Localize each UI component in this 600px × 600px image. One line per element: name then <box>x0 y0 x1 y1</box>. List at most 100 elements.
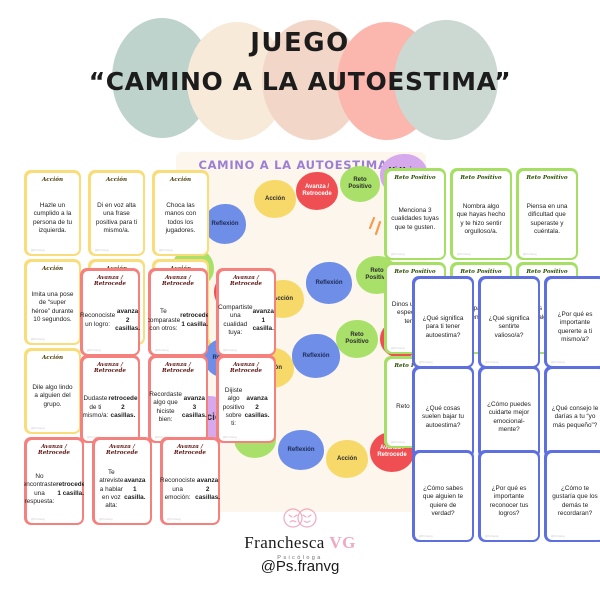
card-avanza-1[interactable]: Avanza / Retrocede Te comparaste con otro… <box>148 268 208 356</box>
card-body-text: ¿Qué significa para ti tener autoestima? <box>422 315 464 339</box>
header-circle-5 <box>394 20 498 140</box>
card-category-label: Reto Positivo <box>460 175 502 181</box>
card-category-label: Reflexión <box>560 457 590 463</box>
card-body-text: Te comparaste con otros:retrocede 1 casi… <box>148 308 208 332</box>
card-body-text: Piensa en una dificultad que superaste y… <box>526 203 568 235</box>
card-body-text: ¿Cómo te gustaría que los demás te recor… <box>552 485 598 517</box>
card-accion-1[interactable]: Acción Di en voz alta una frase positiva … <box>88 170 145 256</box>
card-signature: @Ps.franvg <box>31 249 45 252</box>
masks-icon <box>283 508 317 528</box>
page-title: JUEGO “CAMINO A LA AUTOESTIMA” <box>0 28 600 96</box>
card-body-text: Dijiste algo positivo sobre ti:avanza 2 … <box>222 387 270 427</box>
card-category-label: Reflexión <box>560 373 590 379</box>
card-signature: @Ps.franvg <box>155 349 169 352</box>
card-category-label: Reflexión <box>560 283 590 289</box>
card-body-text: Recordaste algo que hiciste bien:avanza … <box>149 391 207 423</box>
card-signature: @Ps.franvg <box>31 518 45 521</box>
card-reflexion-2[interactable]: Reflexión ¿Por qué es importante quererte… <box>544 276 600 368</box>
card-reflexion-4[interactable]: Reflexión¿Cómo puedes cuidarte mejor emo… <box>478 366 540 458</box>
board-node-label: Acción <box>336 455 357 462</box>
card-category-label: Reflexión <box>428 457 458 463</box>
card-reflexion-3[interactable]: Reflexión¿Qué cosas suelen bajar tu auto… <box>412 366 474 458</box>
card-category-label: Reto Positivo <box>394 269 436 275</box>
card-body-text: Dile algo lindo a alguien del grupo. <box>32 384 73 408</box>
card-category-label: Reflexión <box>494 457 524 463</box>
card-reflexion-7[interactable]: Reflexión ¿Por qué es importante reconoce… <box>478 450 540 542</box>
card-category-label: Avanza / Retrocede <box>230 275 262 288</box>
card-reflexion-1[interactable]: Reflexión¿Qué significa sentirte valioso… <box>478 276 540 368</box>
card-category-label: Reflexión <box>494 283 524 289</box>
card-category-label: Reto Positivo <box>460 269 502 275</box>
board-node-label: Reflexión <box>287 446 315 453</box>
card-category-label: Reto Positivo <box>526 175 568 181</box>
board-node-reflexion[interactable]: Reflexión <box>306 262 352 304</box>
board-node-label: Reflexión <box>302 352 330 359</box>
board-node-reflexion[interactable]: Reflexión <box>278 430 324 470</box>
card-signature: @Ps.franvg <box>419 361 433 364</box>
board-node-reto[interactable]: Reto Positivo <box>340 166 380 202</box>
board-node-label: Reto Positivo <box>345 332 369 345</box>
card-body-text: Di en voz alta una frase positiva para t… <box>95 202 138 234</box>
card-category-label: Avanza / Retrocede <box>94 275 126 288</box>
board-node-avanza[interactable]: Avanza / Retrocede <box>296 172 338 210</box>
card-category-label: Avanza / Retrocede <box>162 275 194 288</box>
board-node-label: Reto Positivo <box>348 177 372 190</box>
card-signature: @Ps.franvg <box>485 535 499 538</box>
logo-initials: VG <box>329 533 356 552</box>
card-category-label: Avanza / Retrocede <box>230 362 262 375</box>
card-body-text: ¿Por qué es importante reconocer tus log… <box>489 485 529 517</box>
card-signature: @Ps.franvg <box>551 361 565 364</box>
card-category-label: Acción <box>105 177 128 183</box>
board-node-reto[interactable]: Reto Positivo <box>336 320 378 358</box>
card-body-text: Compartiste una cualidad tuya:avanza 1 c… <box>218 304 274 336</box>
brand-logo: Franchesca VG Psicóloga <box>0 508 600 561</box>
card-signature: @Ps.franvg <box>391 347 405 350</box>
card-category-label: Acción <box>41 177 64 183</box>
board-node-reflexion[interactable]: Reflexión <box>204 204 246 244</box>
title-line-1: JUEGO <box>250 28 350 58</box>
card-category-label: Avanza / Retrocede <box>38 444 70 457</box>
card-reflexion-8[interactable]: Reflexión ¿Cómo te gustaría que los demás… <box>544 450 600 542</box>
board-node-label: Reto Positivo <box>365 268 389 281</box>
board-node-accion[interactable]: Acción <box>326 440 368 478</box>
board-node-reflexion[interactable]: Reflexión <box>292 334 340 378</box>
board-node-accion[interactable]: Acción <box>254 180 296 218</box>
card-body-text: Te atreviste a hablar en voz alta:avanza… <box>99 469 146 509</box>
card-reflexion-6[interactable]: Reflexión¿Cómo sabes que alguien te quie… <box>412 450 474 542</box>
card-reflexion-5[interactable]: Reflexión¿Qué consejo le darías a tu “yo… <box>544 366 600 458</box>
card-signature: @Ps.franvg <box>551 535 565 538</box>
board-node-label: Reflexión <box>315 279 343 286</box>
card-body-text: Dudaste de ti mismo/a:retrocede 2 casill… <box>82 395 138 419</box>
card-body-text: ¿Cómo puedes cuidarte mejor emocional-me… <box>487 401 531 433</box>
card-signature: @Ps.franvg <box>87 349 101 352</box>
card-category-label: Acción <box>169 177 192 183</box>
card-body-text: Reconociste una emoción:avanza 2 casilla… <box>160 477 220 501</box>
card-signature: @Ps.franvg <box>485 361 499 364</box>
board-node-label: Avanza / Retrocede <box>302 184 332 197</box>
card-reflexion-0[interactable]: Reflexión¿Qué significa para ti tener au… <box>412 276 474 368</box>
card-body-text: Choca las manos con todos los jugadores. <box>164 202 197 234</box>
logo-first-name: Franchesca <box>244 533 325 552</box>
card-body-text: Menciona 3 cualidades tuyas que te guste… <box>391 207 439 231</box>
card-signature: @Ps.franvg <box>419 535 433 538</box>
card-signature: @Ps.franvg <box>159 249 173 252</box>
board-node-label: Acción <box>272 295 293 302</box>
logo-subtitle: Psicóloga <box>277 555 323 561</box>
card-body-text: ¿Por qué es importante quererte a ti mis… <box>557 311 593 343</box>
card-category-label: Acción <box>41 355 64 361</box>
